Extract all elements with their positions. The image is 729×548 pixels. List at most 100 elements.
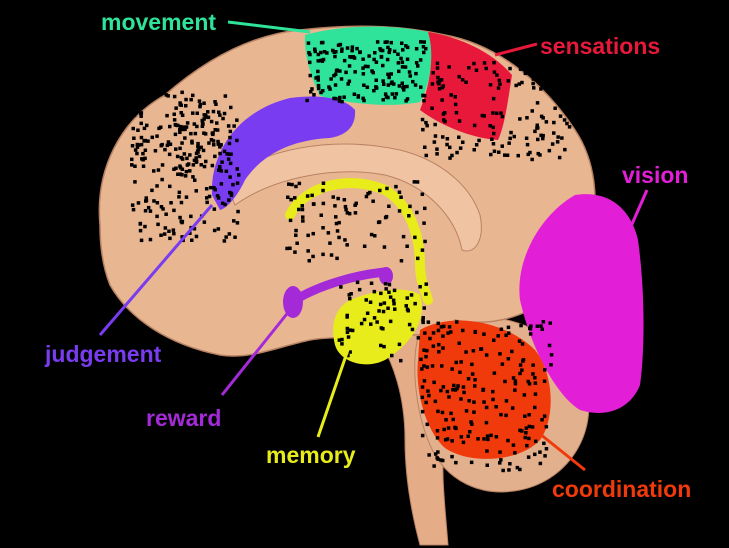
activity-dot xyxy=(338,69,342,73)
activity-dot xyxy=(436,328,441,333)
activity-dot xyxy=(491,397,495,402)
activity-dot xyxy=(194,159,199,164)
activity-dot xyxy=(227,141,232,146)
activity-dot xyxy=(189,214,193,219)
activity-dot xyxy=(344,70,348,75)
activity-dot xyxy=(533,381,538,385)
activity-dot xyxy=(390,80,394,84)
activity-dot xyxy=(382,82,386,86)
activity-dot xyxy=(161,207,165,211)
activity-dot xyxy=(379,291,383,296)
activity-dot xyxy=(218,113,222,117)
activity-dot xyxy=(345,46,350,50)
activity-dot xyxy=(449,93,453,97)
activity-dot xyxy=(492,338,496,342)
activity-dot xyxy=(538,461,543,466)
activity-dot xyxy=(472,410,476,414)
activity-dot xyxy=(316,75,320,79)
activity-dot xyxy=(316,83,321,88)
activity-dot xyxy=(431,344,436,348)
activity-dot xyxy=(472,123,477,128)
activity-dot xyxy=(309,90,313,94)
activity-dot xyxy=(491,96,496,101)
activity-dot xyxy=(498,82,502,86)
activity-dot xyxy=(321,201,326,206)
activity-dot xyxy=(307,259,311,263)
activity-dot xyxy=(432,464,436,468)
activity-dot xyxy=(549,363,553,367)
activity-dot xyxy=(214,102,218,106)
activity-dot xyxy=(335,229,340,233)
activity-dot xyxy=(556,135,560,139)
activity-dot xyxy=(202,113,206,117)
activity-dot xyxy=(209,119,214,124)
activity-dot xyxy=(212,207,217,211)
activity-dot xyxy=(202,164,207,169)
activity-dot xyxy=(525,142,530,147)
activity-dot xyxy=(461,140,465,144)
activity-dot xyxy=(491,125,495,130)
activity-dot xyxy=(308,73,312,78)
activity-dot xyxy=(204,159,208,164)
activity-dot xyxy=(544,425,549,429)
activity-dot xyxy=(372,57,376,62)
activity-dot xyxy=(560,136,564,140)
activity-dot xyxy=(297,181,302,186)
activity-dot xyxy=(364,298,368,302)
activity-dot xyxy=(202,101,206,105)
activity-dot xyxy=(461,328,465,333)
activity-dot xyxy=(447,325,452,329)
activity-dot xyxy=(198,104,202,109)
activity-dot xyxy=(176,123,180,128)
activity-dot xyxy=(365,85,370,89)
activity-dot xyxy=(156,222,160,227)
activity-dot xyxy=(155,134,159,138)
activity-dot xyxy=(326,231,331,235)
activity-dot xyxy=(197,147,201,152)
activity-dot xyxy=(228,135,232,140)
activity-dot xyxy=(344,207,348,212)
activity-dot xyxy=(183,136,187,140)
activity-dot xyxy=(437,350,441,354)
activity-dot xyxy=(383,92,388,96)
activity-dot xyxy=(164,93,169,97)
activity-dot xyxy=(453,102,458,107)
activity-dot xyxy=(150,135,154,140)
activity-dot xyxy=(366,191,370,196)
activity-dot xyxy=(295,241,299,245)
activity-dot xyxy=(527,382,532,386)
activity-dot xyxy=(408,74,412,78)
activity-dot xyxy=(479,347,483,351)
activity-dot xyxy=(178,130,182,134)
activity-dot xyxy=(420,409,425,414)
activity-dot xyxy=(436,321,440,326)
activity-dot xyxy=(361,96,365,101)
activity-dot xyxy=(173,122,178,127)
activity-dot xyxy=(434,452,438,456)
activity-dot xyxy=(482,61,487,65)
activity-dot xyxy=(200,120,205,124)
activity-dot xyxy=(411,79,415,84)
activity-dot xyxy=(130,157,134,162)
activity-dot xyxy=(414,47,419,51)
activity-dot xyxy=(422,99,426,103)
activity-dot xyxy=(215,194,220,198)
activity-dot xyxy=(387,290,391,294)
activity-dot xyxy=(496,334,500,338)
activity-dot xyxy=(165,143,170,148)
activity-dot xyxy=(415,180,420,184)
activity-dot xyxy=(237,173,241,177)
activity-dot xyxy=(340,47,344,51)
activity-dot xyxy=(517,339,522,343)
movement-leader-line xyxy=(227,20,311,34)
activity-dot xyxy=(294,233,298,237)
activity-dot xyxy=(163,226,168,230)
activity-dot xyxy=(328,87,332,91)
activity-dot xyxy=(206,110,210,114)
activity-dot xyxy=(143,224,147,229)
activity-dot xyxy=(424,120,428,125)
activity-dot xyxy=(567,125,572,129)
activity-dot xyxy=(319,40,324,45)
activity-dot xyxy=(415,210,419,215)
